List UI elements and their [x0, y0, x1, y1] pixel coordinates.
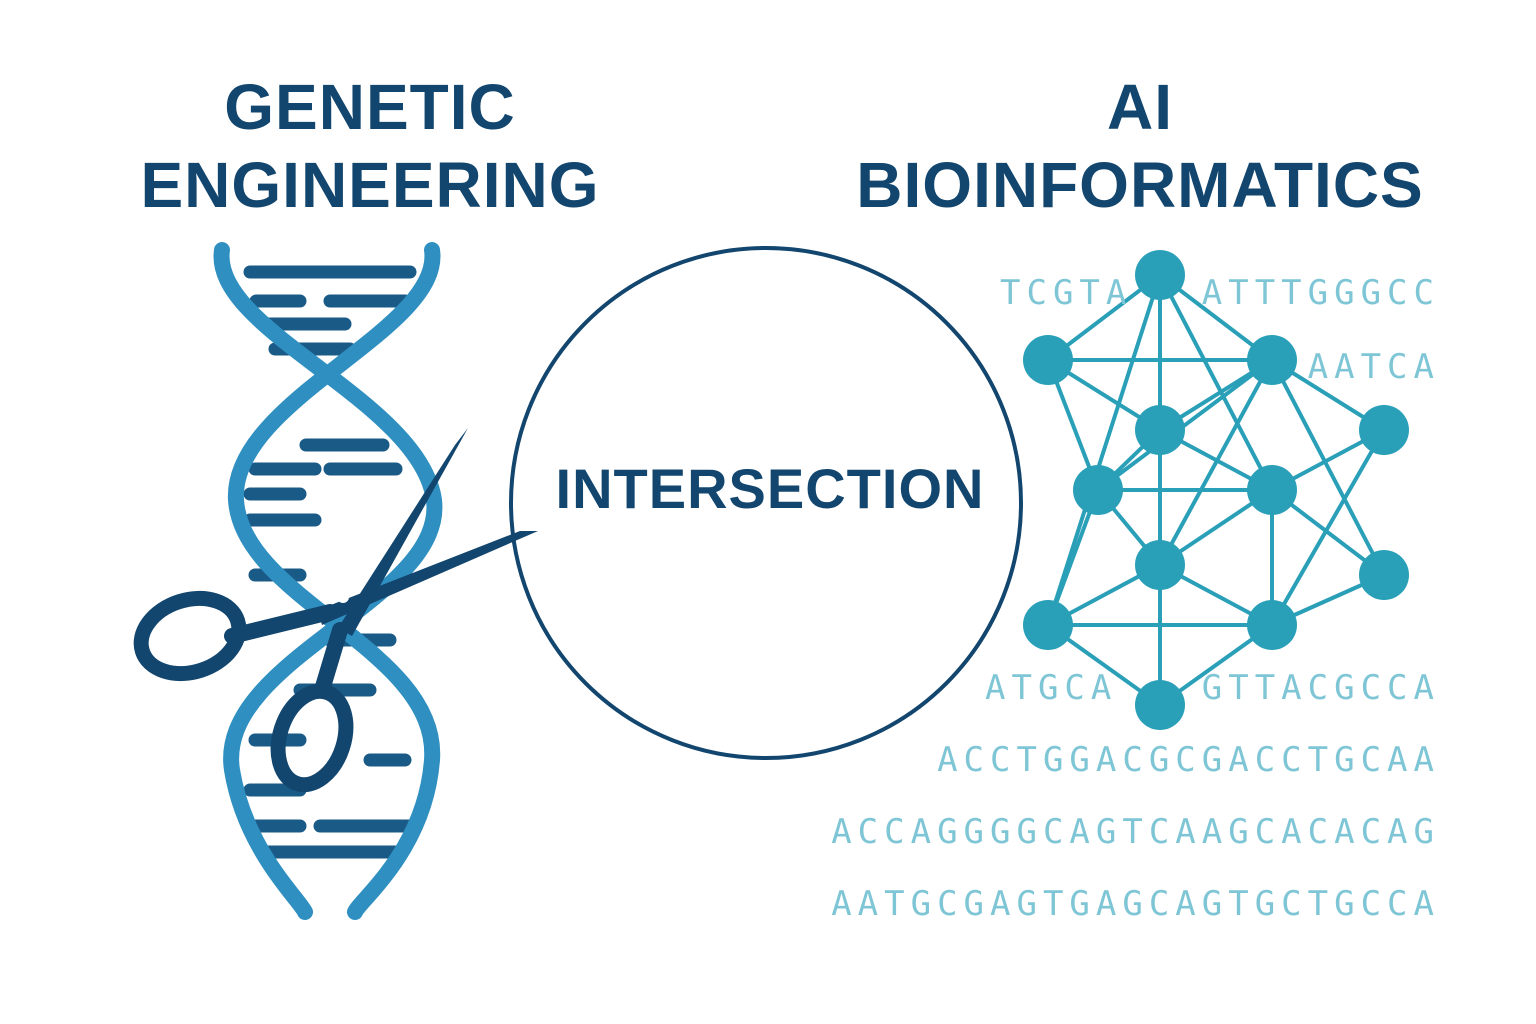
network-node — [1359, 405, 1409, 455]
dna-sequence-bottom-left: ATGCA — [985, 668, 1118, 708]
heading-line: GENETIC — [224, 71, 516, 143]
scissors-blade-lower — [318, 531, 538, 625]
dna-sequence-bottom-right: GTTACGCCA — [1201, 668, 1440, 708]
intersection-label: INTERSECTION — [555, 457, 985, 520]
network-node — [1359, 550, 1409, 600]
heading-line: ENGINEERING — [140, 149, 600, 221]
network-node — [1247, 600, 1297, 650]
network-node — [1135, 405, 1185, 455]
network-node — [1023, 335, 1073, 385]
neural-network-icon — [1023, 250, 1409, 730]
scissors-blade-upper — [338, 428, 468, 636]
dna-sequence-mid-right: AATCA — [1307, 347, 1440, 387]
network-node — [1135, 250, 1185, 300]
scissors-handle-bottom — [270, 683, 354, 793]
scissors-pivot — [337, 591, 349, 603]
network-node — [1247, 335, 1297, 385]
dna-sequence-row: AATGCGAGTGAGCAGTGCTGCCA — [831, 884, 1440, 924]
genetic-engineering-heading: GENETIC ENGINEERING — [80, 68, 660, 224]
dna-sequence-row: ACCTGGACGCGACCTGCAA — [937, 740, 1440, 780]
network-node — [1135, 680, 1185, 730]
scissors-icon — [133, 428, 538, 793]
network-node — [1023, 600, 1073, 650]
heading-line: AI — [1107, 71, 1173, 143]
scissors-handle-left — [133, 590, 247, 682]
intersection-circle — [509, 246, 1023, 760]
dna-sequence-top-left: TCGTA — [1000, 273, 1133, 313]
dna-sequence-top-right: ATTTGGGCC — [1201, 273, 1440, 313]
network-node — [1073, 465, 1123, 515]
network-node — [1247, 465, 1297, 515]
dna-sequence-row: ACCAGGGGCAGTCAAGCACACAG — [831, 812, 1440, 852]
ai-bioinformatics-heading: AI BIOINFORMATICS — [800, 68, 1480, 224]
network-nodes — [1023, 250, 1409, 730]
heading-line: BIOINFORMATICS — [856, 149, 1424, 221]
network-node — [1135, 540, 1185, 590]
